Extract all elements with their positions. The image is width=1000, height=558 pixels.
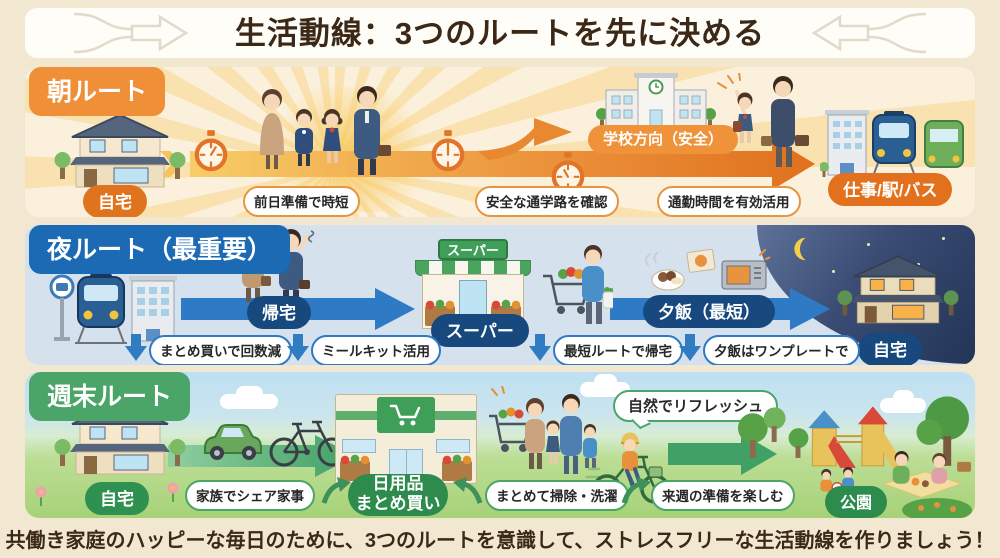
- down-arrow-icon: [679, 334, 701, 361]
- home-night-icon: [837, 255, 959, 324]
- night-tip: 夕飯はワンプレートで: [703, 335, 860, 365]
- morning-home-badge: 自宅: [83, 185, 147, 217]
- flower-bush: [902, 498, 972, 518]
- night-tip: 最短ルートで帰宅: [553, 335, 683, 365]
- cloud: [220, 386, 278, 409]
- cyclist-illustration: [585, 432, 670, 504]
- curved-arrow-up-left-icon: [453, 477, 483, 504]
- flower-icon: [35, 486, 47, 506]
- school-direction-badge: 学校方向（安全）: [588, 125, 739, 154]
- night-route-panel: スーパー: [25, 225, 975, 365]
- weekend-home-badge: 自宅: [85, 482, 149, 515]
- store-cart-sign: [377, 397, 435, 433]
- curved-arrow-up-right-icon: [621, 477, 651, 504]
- father-child-illustration: [717, 73, 809, 167]
- morning-route-header: 朝ルート: [29, 67, 166, 116]
- daily-goods-badge: 日用品 まとめ買い: [348, 474, 448, 516]
- dinner-microwave-icons: [644, 249, 770, 291]
- cloud: [880, 390, 926, 413]
- family-illustration: [260, 86, 391, 175]
- morning-tip: 前日準備で時短: [243, 186, 360, 217]
- curved-arrow-up-right-icon: [321, 477, 351, 504]
- daily-goods-store: [335, 394, 477, 484]
- night-tip: まとめ買いで回数減: [149, 335, 293, 365]
- family-shopping-illustration: [489, 386, 597, 474]
- stopwatch-icon: [194, 130, 228, 172]
- weekend-tip: 家族でシェア家事: [185, 480, 315, 511]
- night-route-header: 夜ルート（最重要）: [29, 225, 291, 274]
- car-icon: [204, 424, 262, 460]
- flower-icon: [167, 482, 179, 502]
- morning-tip: 安全な通学路を確認: [475, 186, 619, 217]
- station-icons: [49, 274, 177, 344]
- weekend-tip: まとめて掃除・洗濯: [485, 480, 629, 511]
- footer-message: 共働き家庭のハッピーな毎日のために、3つのルートを意識して、ストレスフリーな生活…: [5, 530, 995, 552]
- work-destination-badge: 仕事/駅/バス: [828, 173, 953, 206]
- night-arrow1-label: 帰宅: [247, 296, 311, 329]
- page-title: 生活動線：3つのルートを先に決める: [234, 16, 766, 51]
- night-tip: ミールキット活用: [311, 335, 441, 365]
- weekend-route-header: 週末ルート: [29, 372, 191, 421]
- school-icon: [596, 73, 716, 128]
- down-arrow-icon: [287, 334, 309, 361]
- morning-route-panel: 自宅: [25, 67, 975, 217]
- supermarket-sign: スーパー: [438, 239, 508, 260]
- down-arrow-icon: [529, 334, 551, 361]
- title-card: 生活動線：3つのルートを先に決める: [25, 8, 975, 58]
- shopping-man-illustration: [543, 245, 613, 324]
- stopwatch-icon: [431, 130, 465, 172]
- supermarket-badge: スーパー: [431, 314, 529, 347]
- morning-tip: 通勤時間を有効活用: [657, 186, 801, 217]
- weekend-route-panel: 自宅: [25, 372, 975, 518]
- night-home-badge: 自宅: [858, 333, 922, 365]
- weekend-arrow-2: [668, 433, 777, 475]
- fork-arrow-left-icon: [73, 12, 189, 54]
- work-station-bus-icons: [820, 110, 964, 180]
- cart-icon: [389, 404, 421, 426]
- night-arrow2-label: 夕飯（最短）: [643, 295, 775, 328]
- park-badge: 公園: [825, 486, 888, 518]
- park-illustration: [737, 396, 972, 499]
- bicycle-icon: [269, 420, 347, 467]
- home-day-icon: [54, 113, 186, 188]
- weekend-tip: 来週の準備を楽しむ: [651, 480, 795, 511]
- fork-arrow-right-icon: [811, 12, 927, 54]
- moon-icon: [794, 237, 806, 261]
- down-arrow-icon: [125, 334, 147, 361]
